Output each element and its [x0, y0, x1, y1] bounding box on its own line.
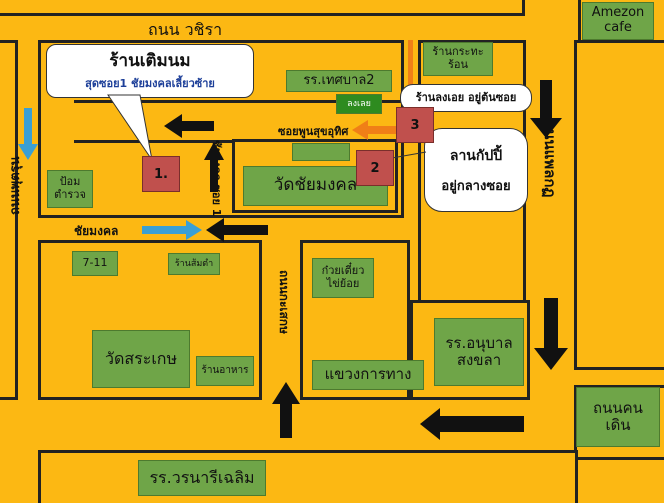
- block-top-strip: [0, 0, 525, 16]
- callout-main-sub: สุดซอย1 ชัยมงคลเลี้ยวซ้าย: [85, 77, 215, 90]
- rankrathi-line2: ร้อน: [447, 58, 469, 71]
- arrow-black-left-mid: [206, 218, 268, 242]
- rankrathi-line1: ร้านกระทะ: [432, 45, 484, 59]
- place-restaurant: ร้านอาหาร: [196, 356, 254, 386]
- place-khonkhon: ถนนคน เดิน: [576, 387, 660, 447]
- amezon-line2: cafe: [604, 20, 632, 35]
- place-longloey: ลงเลย: [336, 94, 382, 114]
- place-noodle: ก๋วยเตี๋ยว ไข่ย้อย: [312, 258, 374, 298]
- place-wat-sakase: วัดสระเกษ: [92, 330, 190, 388]
- arrow-blue-right: [142, 220, 202, 240]
- block-far-right: [574, 40, 664, 370]
- arrow-black-left-bottom: [420, 408, 524, 440]
- khonkhon-line1: ถนนคน: [593, 398, 643, 417]
- arrow-black-down-right-top: [530, 80, 562, 138]
- police-line1: ป้อม: [59, 175, 81, 189]
- place-lanka: [292, 143, 350, 161]
- marker-1: 1.: [142, 156, 180, 192]
- place-somtam: ร้านส้มตำ: [168, 253, 220, 275]
- marker-3: 3: [396, 107, 434, 143]
- place-amezon-cafe: Amezon cafe: [582, 2, 654, 40]
- block-far-left: [0, 40, 18, 400]
- block-bottom: [38, 450, 578, 503]
- road-label-chaimongkol: ชัยมงคล: [74, 224, 119, 238]
- callout-lanka-line2: อยู่กลางซอย: [441, 178, 511, 194]
- place-police-box: ป้อม ตำรวจ: [47, 170, 93, 208]
- arrow-black-up-bottom: [272, 382, 300, 438]
- marker-2: 2: [356, 150, 394, 186]
- callout-lanka: ลานกัปปิ้ อยู่กลางซอย: [424, 128, 528, 212]
- arrow-blue-down-left: [18, 108, 38, 160]
- road-label-top: ถนน วชิรา: [148, 20, 223, 39]
- police-line2: ตำรวจ: [54, 188, 86, 201]
- soi-line-2: [74, 140, 232, 143]
- anuban-line2: สงขลา: [456, 351, 502, 369]
- road-label-phunsuk: ซอยพูนสุขอุทิศ: [278, 125, 349, 138]
- place-highway-office: แขวงการทาง: [312, 360, 424, 390]
- place-tessaban2: รร.เทศบาล2: [286, 70, 392, 92]
- arrow-black-down-right-bottom: [534, 298, 568, 370]
- callout-lanka-line1: ลานกัปปิ้: [449, 147, 503, 164]
- arrow-black-up-soi1: [204, 142, 224, 192]
- place-anuban: รร.อนุบาล สงขลา: [434, 318, 524, 386]
- place-worananri: รร.วรนารีเฉลิม: [138, 460, 266, 496]
- callout-main-title: ร้านเติมนม: [109, 51, 191, 71]
- arrow-orange-horizontal: [352, 120, 396, 140]
- noodle-line1: ก๋วยเตี๋ยว: [321, 264, 365, 278]
- noodle-line2: ไข่ย้อย: [326, 277, 360, 290]
- callout-longloey: ร้านลงเอย อยู่ต้นซอย: [400, 84, 532, 112]
- soi-line-1: [74, 100, 404, 103]
- place-rankrathi: ร้านกระทะ ร้อน: [423, 42, 493, 76]
- amezon-line1: Amezon: [591, 5, 645, 21]
- arrow-black-left-top: [164, 114, 214, 138]
- place-7-11: 7-11: [72, 251, 118, 276]
- khonkhon-line2: เดิน: [605, 416, 631, 434]
- callout-main: ร้านเติมนม สุดซอย1 ชัยมงคลเลี้ยวซ้าย: [46, 44, 254, 98]
- anuban-line1: รร.อนุบาล: [445, 333, 513, 352]
